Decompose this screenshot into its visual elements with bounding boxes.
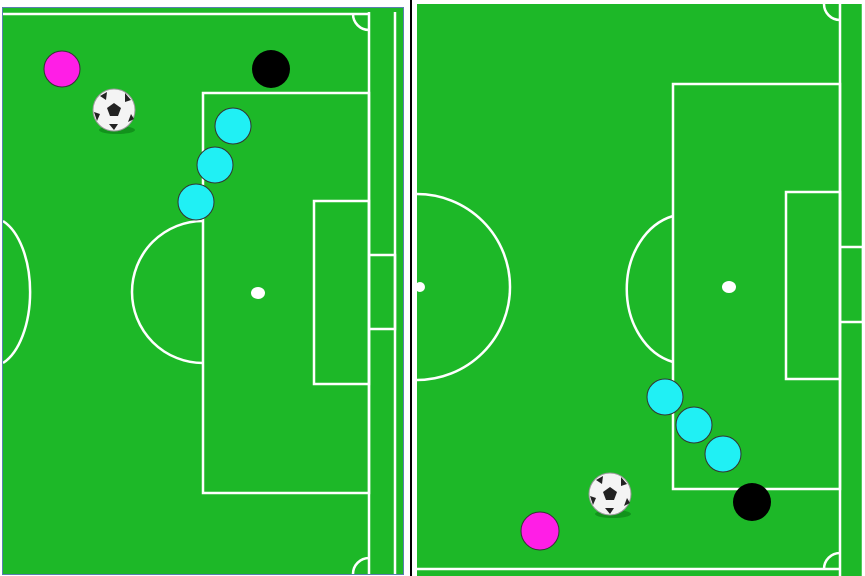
goalkeeper-player[interactable]	[733, 483, 771, 521]
right-pitch-panel	[417, 4, 863, 576]
left-pitch-panel	[3, 8, 403, 574]
defender-player[interactable]	[647, 379, 683, 415]
penalty-spot	[251, 287, 265, 299]
right-pitch	[417, 4, 863, 576]
defender-player[interactable]	[197, 147, 233, 183]
defender-player[interactable]	[705, 436, 741, 472]
attacker-player[interactable]	[44, 51, 80, 87]
defender-player[interactable]	[178, 184, 214, 220]
panel-divider	[410, 0, 412, 576]
left-pitch	[3, 8, 403, 574]
attacker-player[interactable]	[521, 512, 559, 550]
defender-player[interactable]	[215, 108, 251, 144]
goalkeeper-player[interactable]	[252, 50, 290, 88]
defender-player[interactable]	[676, 407, 712, 443]
penalty-spot	[722, 281, 736, 293]
